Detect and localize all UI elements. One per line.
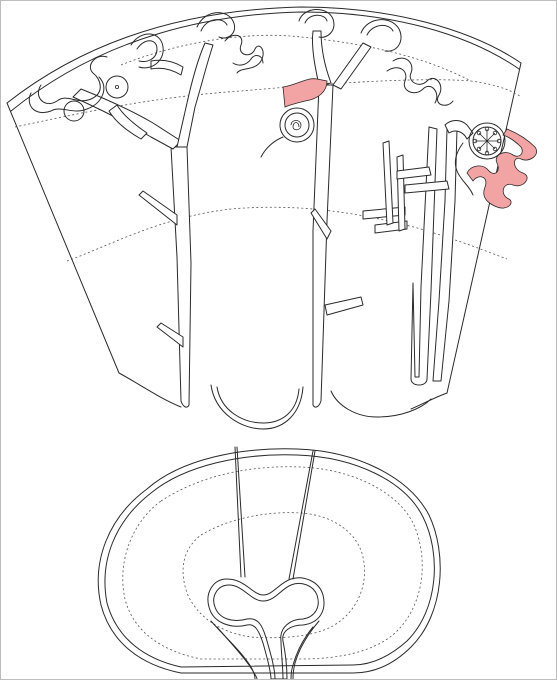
papilla-base-left <box>119 373 181 407</box>
distal-tubule-vertical-2 <box>397 155 405 231</box>
loop-of-henle-ascending <box>433 129 457 381</box>
papilla-right <box>331 391 431 417</box>
renal-hilum-left-2 <box>217 627 257 679</box>
distal-tubule-horizontal-4 <box>405 181 449 193</box>
papilla-left-inner <box>217 387 299 423</box>
corticomedullary-junction-line <box>67 207 507 261</box>
kidney-outer-capsule-inner <box>105 455 434 667</box>
tubule-coil-right-2 <box>387 68 437 103</box>
afferent-arteriole-center <box>261 137 283 157</box>
collecting-duct-center-right-arm <box>333 43 371 89</box>
collecting-duct-left-side-arm <box>151 60 183 75</box>
collecting-duct-center-tube <box>313 85 333 407</box>
collecting-duct-left-branch-1 <box>139 191 177 225</box>
collecting-duct-left-main-arm <box>177 43 213 147</box>
glomerulus-icon <box>115 85 118 88</box>
tubule-loop-left-4 <box>137 41 157 62</box>
tubule-coil-right <box>393 58 453 105</box>
tubule-coil-left <box>225 35 263 73</box>
wedge-left-edge <box>7 103 119 373</box>
renal-hilum-right-2 <box>291 627 313 679</box>
nephron-right <box>363 58 537 385</box>
kidney-outer-capsule <box>98 449 440 673</box>
kidney-cortex-dotted-boundary <box>123 467 422 659</box>
renal-hilum-left <box>211 621 255 679</box>
collecting-duct-center-upper-arm <box>312 31 331 85</box>
collecting-duct-left <box>29 13 263 407</box>
renal-hilum-right <box>293 621 319 679</box>
renal-pelvis-outline-inner <box>214 583 318 679</box>
collecting-duct-center-branch-2 <box>325 297 363 315</box>
renal-pelvis-outline <box>208 578 324 679</box>
tubule-loop-left-6 <box>201 20 227 31</box>
kidney-cross-section <box>98 447 440 679</box>
tubule-loop-center-2 <box>305 15 327 23</box>
renal-corpuscle-icon <box>106 76 128 98</box>
cortex-top-dotted-line <box>121 35 471 81</box>
kidney-pyramid-right-edge-inner <box>289 451 313 579</box>
collecting-duct-center <box>261 9 401 407</box>
cortex-outer-capsule <box>7 7 521 103</box>
collecting-duct-left-tube <box>171 147 191 407</box>
kidney-pyramid-right-edge <box>293 451 315 579</box>
glomerulus-icon <box>291 121 301 130</box>
tubule-loop-center-4 <box>367 25 393 35</box>
kidney-medulla-dotted-boundary <box>183 513 364 638</box>
loop-of-henle-descending <box>411 127 437 385</box>
renal-corpuscle-icon <box>285 113 309 137</box>
wedge-right-edge <box>447 63 521 393</box>
